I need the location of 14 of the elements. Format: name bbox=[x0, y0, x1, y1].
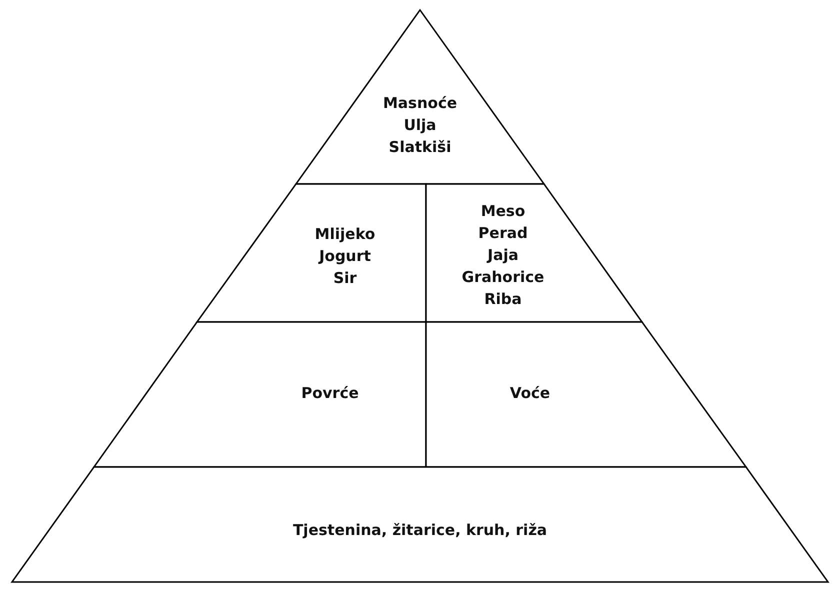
food-label: Jaja bbox=[488, 245, 518, 266]
food-label: Voće bbox=[510, 383, 550, 404]
food-label: Riba bbox=[484, 289, 522, 310]
food-label: Grahorice bbox=[462, 267, 544, 288]
food-label: Sir bbox=[333, 268, 357, 289]
food-label: Jogurt bbox=[319, 246, 371, 267]
food-label: Ulja bbox=[404, 115, 436, 136]
food-label: Tjestenina, žitarice, kruh, riža bbox=[292, 520, 548, 541]
food-label: Povrće bbox=[301, 383, 359, 404]
food-label: Perad bbox=[478, 223, 528, 244]
food-label: Mlijeko bbox=[314, 224, 376, 245]
food-label: Slatkiši bbox=[388, 137, 452, 158]
food-label: Masnoće bbox=[382, 93, 458, 114]
food-label: Meso bbox=[480, 201, 526, 222]
